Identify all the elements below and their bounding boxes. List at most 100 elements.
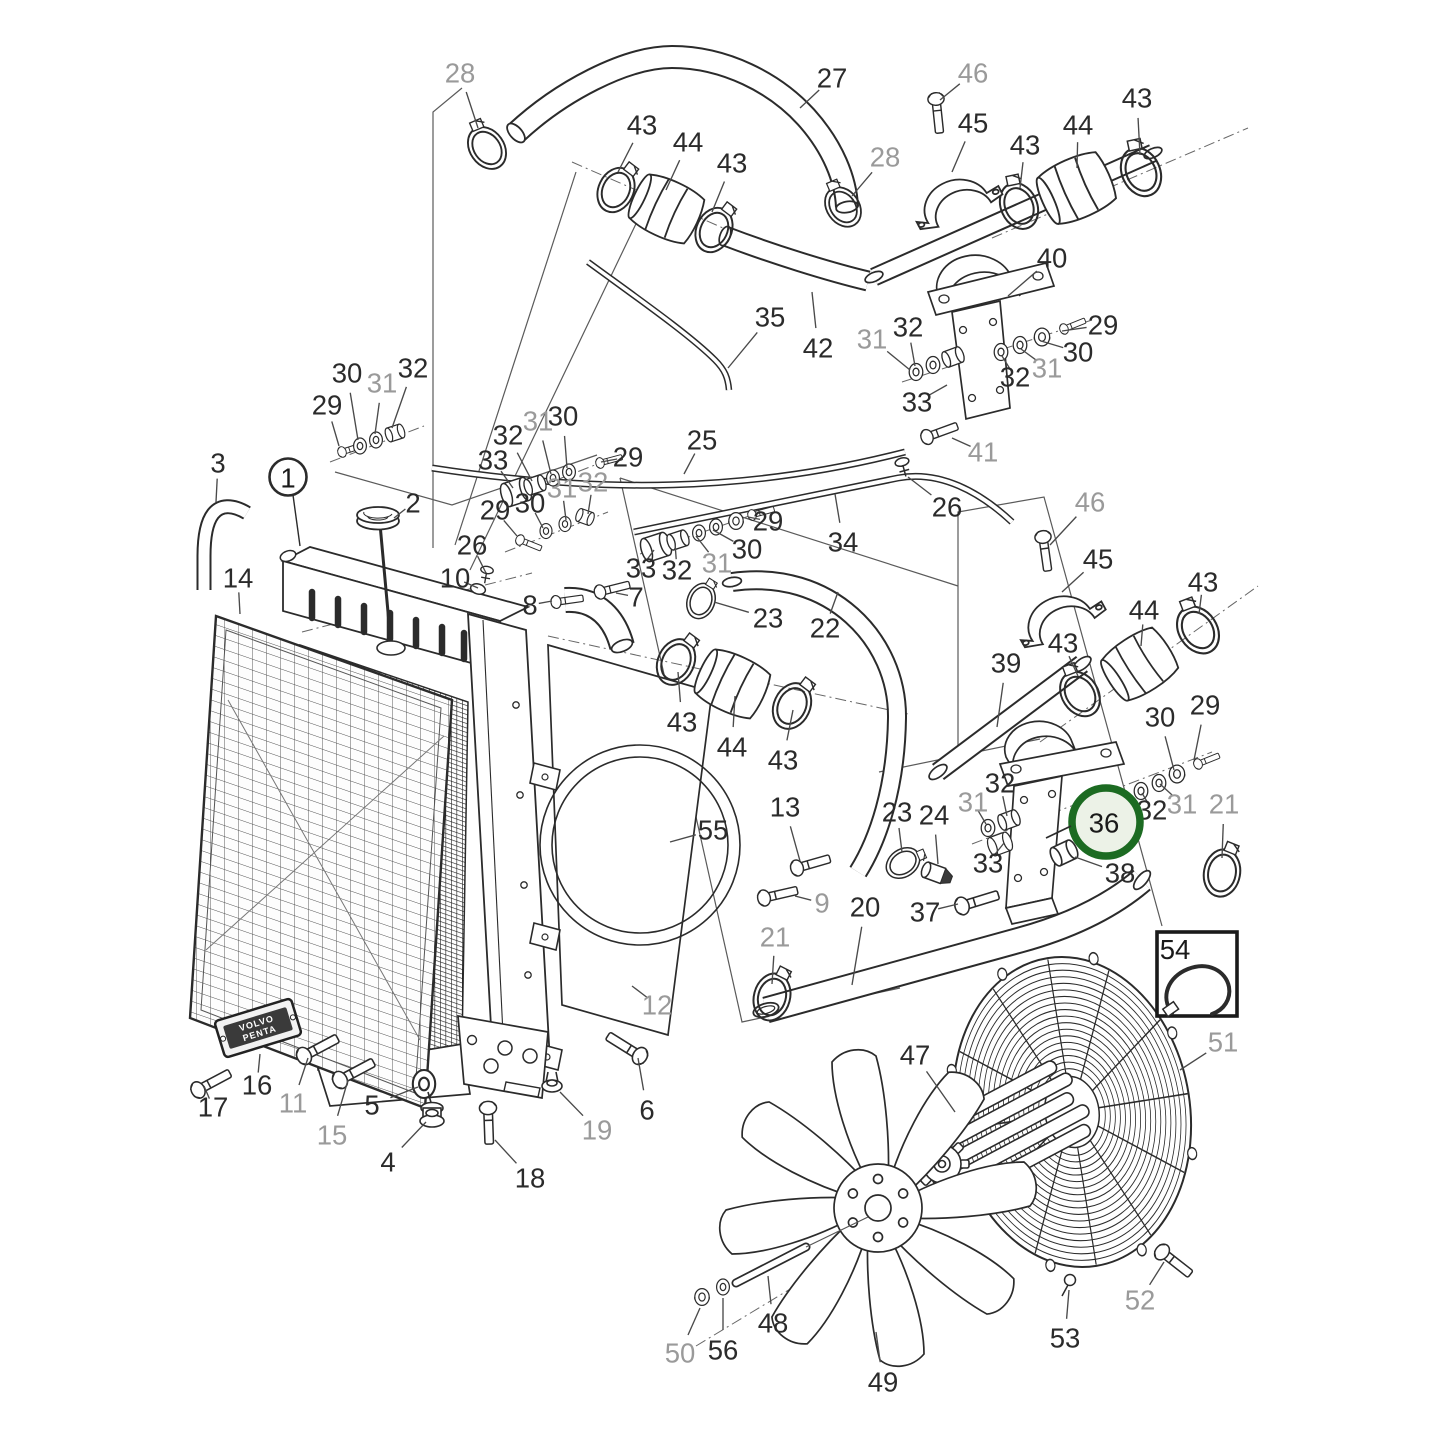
callout-47: 47 (900, 1040, 931, 1071)
leader-line (1061, 326, 1087, 332)
leader-line (799, 89, 820, 109)
callout-32: 32 (662, 555, 693, 586)
leader-line (829, 591, 839, 614)
clamp-43c2 (1162, 590, 1229, 663)
leader-line (996, 682, 1004, 728)
hook-clip-54 (1161, 964, 1232, 1018)
witness-lines (334, 87, 1163, 1023)
callout-31: 31 (702, 548, 733, 579)
leader-line (1164, 736, 1175, 771)
callout-21: 21 (1209, 789, 1240, 820)
leader-line (1198, 594, 1203, 615)
callout-3: 3 (210, 448, 225, 479)
callout-43: 43 (1010, 130, 1041, 161)
leader-line (1149, 1261, 1165, 1286)
callout-30: 30 (515, 488, 546, 519)
inset-label: 54 (1160, 934, 1191, 965)
leader-line (712, 529, 734, 542)
fan-49 (718, 1048, 1038, 1368)
callout-13: 13 (770, 792, 801, 823)
hardware (187, 91, 1222, 1146)
bolt-29f (1191, 749, 1222, 772)
leader-line (851, 171, 873, 197)
leader-line (711, 181, 726, 213)
leader-line (238, 592, 241, 615)
leader-line (463, 581, 479, 589)
callout-29: 29 (1088, 310, 1119, 341)
callout-30: 30 (332, 358, 363, 389)
callout-44: 44 (1063, 110, 1094, 141)
callout-27: 27 (817, 63, 848, 94)
leader-line (336, 1079, 349, 1116)
callout-21: 21 (760, 922, 791, 953)
callout-33: 33 (902, 387, 933, 418)
pipe-clip-26a (477, 564, 495, 586)
callout-44: 44 (1129, 595, 1160, 626)
leader-line (939, 83, 961, 101)
leader-line (794, 895, 812, 901)
callout-11: 11 (279, 1088, 308, 1119)
callout-38: 38 (1105, 858, 1136, 889)
callout-41: 41 (968, 437, 999, 468)
leader-line (910, 342, 916, 367)
callout-32: 32 (985, 768, 1016, 799)
callout-24: 24 (919, 800, 950, 831)
nut-50 (694, 1287, 710, 1307)
leader-line (600, 458, 618, 463)
leader-line (476, 555, 487, 574)
callout-40: 40 (1037, 243, 1068, 274)
highlight-36: 36 (1045, 784, 1144, 860)
callout-42: 42 (803, 333, 834, 364)
inlet-stub (279, 549, 297, 563)
pipe-35 (586, 259, 733, 391)
leader-line (393, 508, 406, 519)
leader-line (811, 291, 817, 329)
leader-line (1193, 724, 1202, 761)
leader-line (538, 600, 553, 605)
callout-33: 33 (973, 848, 1004, 879)
leader-line (925, 1070, 956, 1113)
leader-line (938, 903, 959, 910)
callout-32: 32 (893, 312, 924, 343)
callout-33: 33 (626, 553, 657, 584)
bolt-37 (951, 885, 1002, 918)
callout-28: 28 (445, 58, 476, 89)
radiator-side-frame (467, 612, 563, 1082)
callout-30: 30 (1063, 337, 1094, 368)
leader-line (928, 384, 948, 396)
callout-29: 29 (312, 390, 343, 421)
leader-line (631, 985, 648, 998)
clamp-43m2 (764, 668, 823, 737)
leader-line (1020, 348, 1037, 361)
leader-line (1002, 796, 1008, 817)
callout-2: 2 (405, 488, 420, 519)
callout-29: 29 (753, 506, 784, 537)
callout-46: 46 (958, 58, 989, 89)
inset-box-54: 54 (1155, 930, 1239, 1018)
leader-line (898, 827, 903, 853)
callout-43: 43 (768, 745, 799, 776)
leader-line (401, 1121, 427, 1148)
bolt-9 (755, 881, 800, 909)
bolt-29c (513, 532, 544, 555)
leader-line (465, 91, 479, 129)
leader-line (669, 834, 696, 843)
leader-line (1065, 1289, 1070, 1319)
callout-14: 14 (223, 563, 254, 594)
leader-line (215, 478, 218, 503)
callout-44: 44 (673, 127, 704, 158)
callout-12: 12 (642, 990, 673, 1021)
leader-line (331, 421, 340, 447)
bolt-46b (1033, 528, 1057, 573)
leader-line (1074, 856, 1103, 868)
leader-line (732, 695, 736, 728)
callout-43: 43 (1048, 628, 1079, 659)
leader-line (349, 392, 359, 441)
leader-line (786, 709, 794, 741)
fan-fasteners (694, 1216, 1197, 1307)
callout-44: 44 (717, 732, 748, 763)
leader-line (1179, 1052, 1207, 1071)
connector-44c (1093, 621, 1185, 709)
callout-5: 5 (364, 1090, 379, 1121)
